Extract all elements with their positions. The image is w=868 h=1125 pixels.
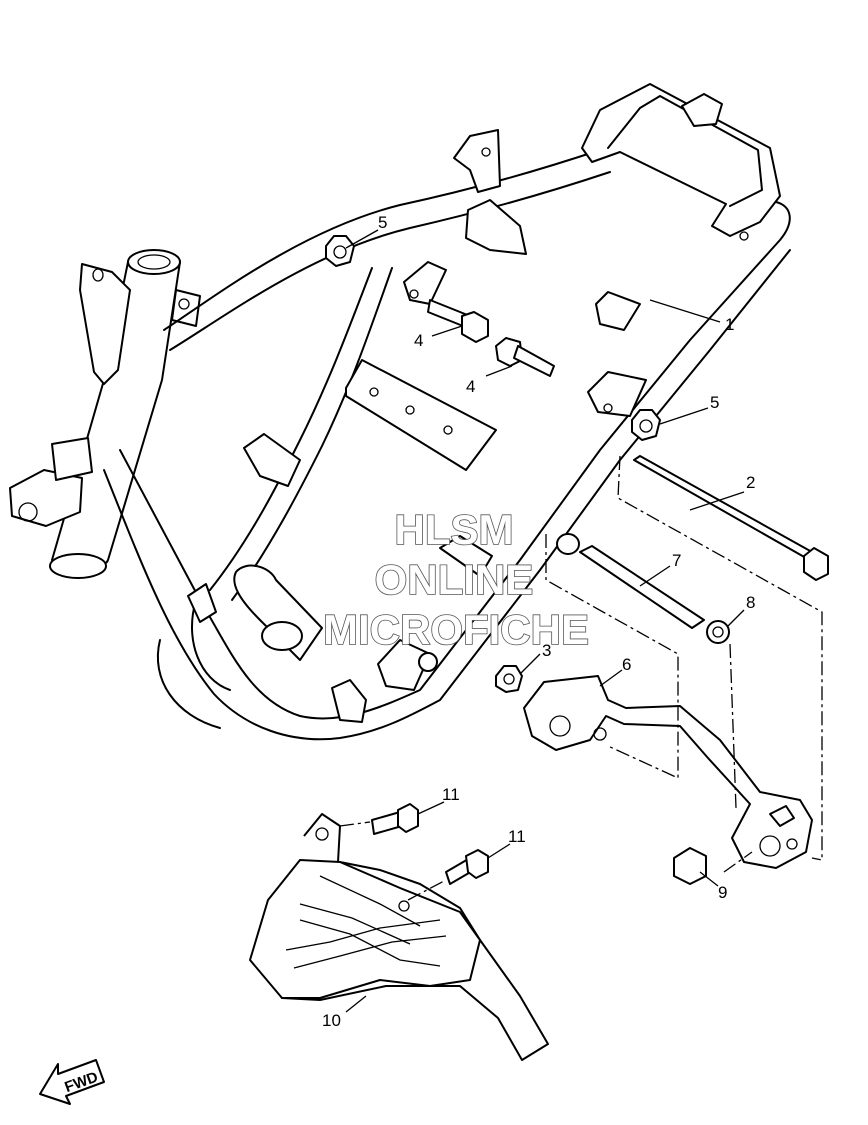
watermark: HLSM ONLINE MICROFICHE bbox=[322, 505, 590, 654]
callout-1: 1 bbox=[725, 315, 734, 334]
callout-11-lower: 11 bbox=[508, 827, 526, 846]
callout-11-upper: 11 bbox=[442, 785, 460, 804]
watermark-line-3: MICROFICHE bbox=[323, 606, 589, 653]
fwd-arrow-icon bbox=[39, 1059, 105, 1105]
engine-mount-6 bbox=[523, 675, 813, 869]
callout-8: 8 bbox=[746, 593, 755, 612]
callout-9: 9 bbox=[718, 883, 727, 902]
callout-6: 6 bbox=[622, 655, 631, 674]
watermark-line-1: HLSM bbox=[395, 506, 514, 553]
callout-4-upper: 4 bbox=[414, 331, 423, 350]
bolt-4-upper bbox=[427, 299, 489, 343]
callout-4-lower: 4 bbox=[466, 377, 475, 396]
alignment-lines bbox=[339, 455, 823, 901]
fwd-direction-indicator: FWD bbox=[39, 1059, 105, 1105]
leader-lines bbox=[345, 229, 745, 1013]
guard-10 bbox=[249, 813, 549, 1061]
bolt-4-lower bbox=[495, 337, 555, 377]
callout-10: 10 bbox=[322, 1011, 341, 1030]
nut-3 bbox=[495, 665, 523, 693]
callout-labels: 1 2 3 4 4 5 5 6 7 8 9 10 11 11 bbox=[322, 213, 755, 1030]
sleeve-7 bbox=[556, 533, 705, 629]
watermark-line-2: ONLINE bbox=[375, 556, 534, 603]
bolt-11-lower bbox=[445, 849, 489, 885]
nut-5-upper bbox=[325, 235, 355, 267]
bushing-8 bbox=[706, 620, 730, 644]
nut-5-lower bbox=[631, 409, 661, 441]
callout-5-lower: 5 bbox=[710, 393, 719, 412]
callout-5-upper: 5 bbox=[378, 213, 387, 232]
callout-2: 2 bbox=[746, 473, 755, 492]
callout-7: 7 bbox=[672, 551, 681, 570]
frame-assembly bbox=[9, 83, 791, 741]
pivot-shaft-2 bbox=[633, 455, 829, 581]
callout-3: 3 bbox=[542, 641, 551, 660]
damper-9 bbox=[673, 847, 707, 885]
bolt-11-upper bbox=[371, 803, 419, 835]
